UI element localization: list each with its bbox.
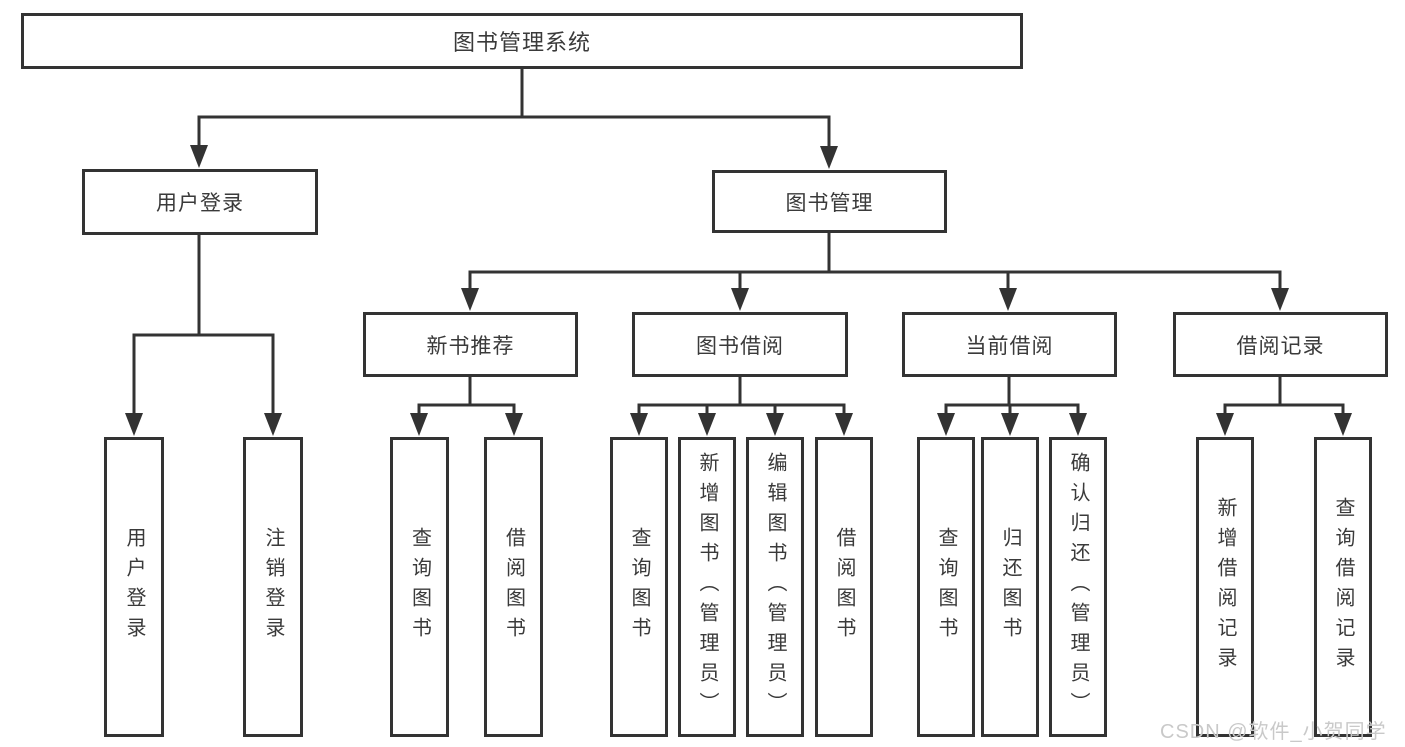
node-label: 用户登录 — [123, 527, 145, 647]
leaf-add-book-admin: 新增图书（管理员） — [678, 437, 736, 737]
node-label: 借阅图书 — [833, 527, 855, 647]
node-label: 查询图书 — [628, 527, 650, 647]
node-user-login: 用户登录 — [82, 169, 318, 235]
node-label: 查询图书 — [935, 527, 957, 647]
node-label: 编辑图书（管理员） — [764, 452, 786, 722]
node-label: 借阅记录 — [1236, 334, 1325, 358]
leaf-query-borrow-record: 查询借阅记录 — [1314, 437, 1372, 737]
node-label: 图书管理 — [785, 191, 874, 215]
node-book-management: 图书管理 — [712, 170, 947, 233]
leaf-borrow-books-recommend: 借阅图书 — [484, 437, 543, 737]
leaf-confirm-return-admin: 确认归还（管理员） — [1049, 437, 1107, 737]
node-label: 查询图书 — [408, 527, 431, 647]
leaf-logout: 注销登录 — [243, 437, 303, 737]
node-label: 图书管理系统 — [452, 30, 591, 55]
node-label: 归还图书 — [999, 527, 1021, 647]
node-label: 查询借阅记录 — [1332, 497, 1354, 677]
node-label: 用户登录 — [156, 192, 244, 215]
leaf-user-login: 用户登录 — [104, 437, 164, 737]
leaf-edit-book-admin: 编辑图书（管理员） — [746, 437, 804, 737]
node-library-management-system: 图书管理系统 — [21, 13, 1023, 69]
node-label: 确认归还（管理员） — [1067, 452, 1089, 722]
node-label: 当前借阅 — [965, 334, 1054, 358]
leaf-borrow-books-borrow: 借阅图书 — [815, 437, 873, 737]
node-label: 注销登录 — [262, 527, 284, 647]
node-label: 借阅图书 — [502, 527, 525, 647]
node-borrow-records: 借阅记录 — [1173, 312, 1388, 377]
node-current-borrow: 当前借阅 — [902, 312, 1117, 377]
leaf-query-books-current: 查询图书 — [917, 437, 975, 737]
node-label: 图书借阅 — [696, 334, 784, 358]
leaf-add-borrow-record: 新增借阅记录 — [1196, 437, 1254, 737]
leaf-query-books-borrow: 查询图书 — [610, 437, 668, 737]
node-label: 新增借阅记录 — [1214, 497, 1236, 677]
leaf-return-book: 归还图书 — [981, 437, 1039, 737]
node-new-book-recommend: 新书推荐 — [363, 312, 578, 377]
csdn-watermark: CSDN @软件_小贺同学 — [1160, 721, 1387, 743]
node-label: 新增图书（管理员） — [696, 452, 718, 722]
leaf-query-books-recommend: 查询图书 — [390, 437, 449, 737]
node-book-borrow: 图书借阅 — [632, 312, 848, 377]
node-label: 新书推荐 — [426, 334, 515, 358]
